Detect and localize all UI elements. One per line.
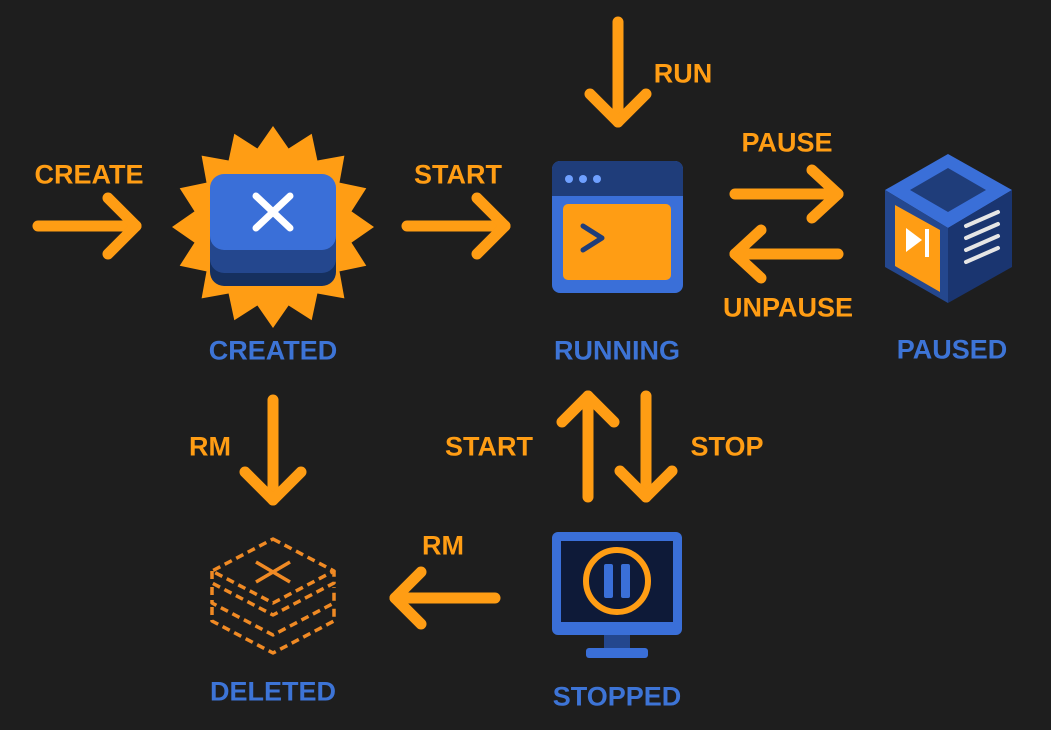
start-again-label: START: [445, 431, 533, 462]
rm-stopped-arrow: [389, 566, 501, 630]
create-arrow: [32, 192, 142, 260]
run-label: RUN: [653, 58, 713, 89]
running-state-label: RUNNING: [554, 335, 680, 366]
start-up-arrow: [556, 390, 620, 503]
unpause-arrow: [729, 224, 844, 284]
start-label: START: [414, 159, 502, 190]
paused-state-label: PAUSED: [896, 334, 1008, 365]
create-label: CREATE: [34, 159, 144, 190]
unpause-label: UNPAUSE: [722, 292, 854, 323]
deleted-state-label: DELETED: [209, 676, 337, 707]
stop-label: STOP: [690, 431, 764, 462]
stopped-state-label: STOPPED: [552, 681, 682, 712]
rm-created-label: RM: [189, 431, 231, 462]
start-arrow: [401, 192, 511, 260]
run-arrow: [584, 16, 652, 128]
starburst-box-icon: [172, 126, 374, 328]
rm-stopped-label: RM: [422, 530, 464, 561]
created-state-label: CREATED: [208, 335, 338, 366]
rm-created-arrow: [239, 394, 307, 506]
deleted-box-icon: [210, 537, 336, 655]
terminal-window-icon: [552, 161, 683, 293]
stop-arrow: [614, 390, 678, 503]
stopped-monitor-icon: [552, 532, 682, 658]
pause-label: PAUSE: [741, 127, 833, 158]
pause-arrow: [729, 164, 844, 224]
paused-cube-icon: [885, 154, 1012, 303]
